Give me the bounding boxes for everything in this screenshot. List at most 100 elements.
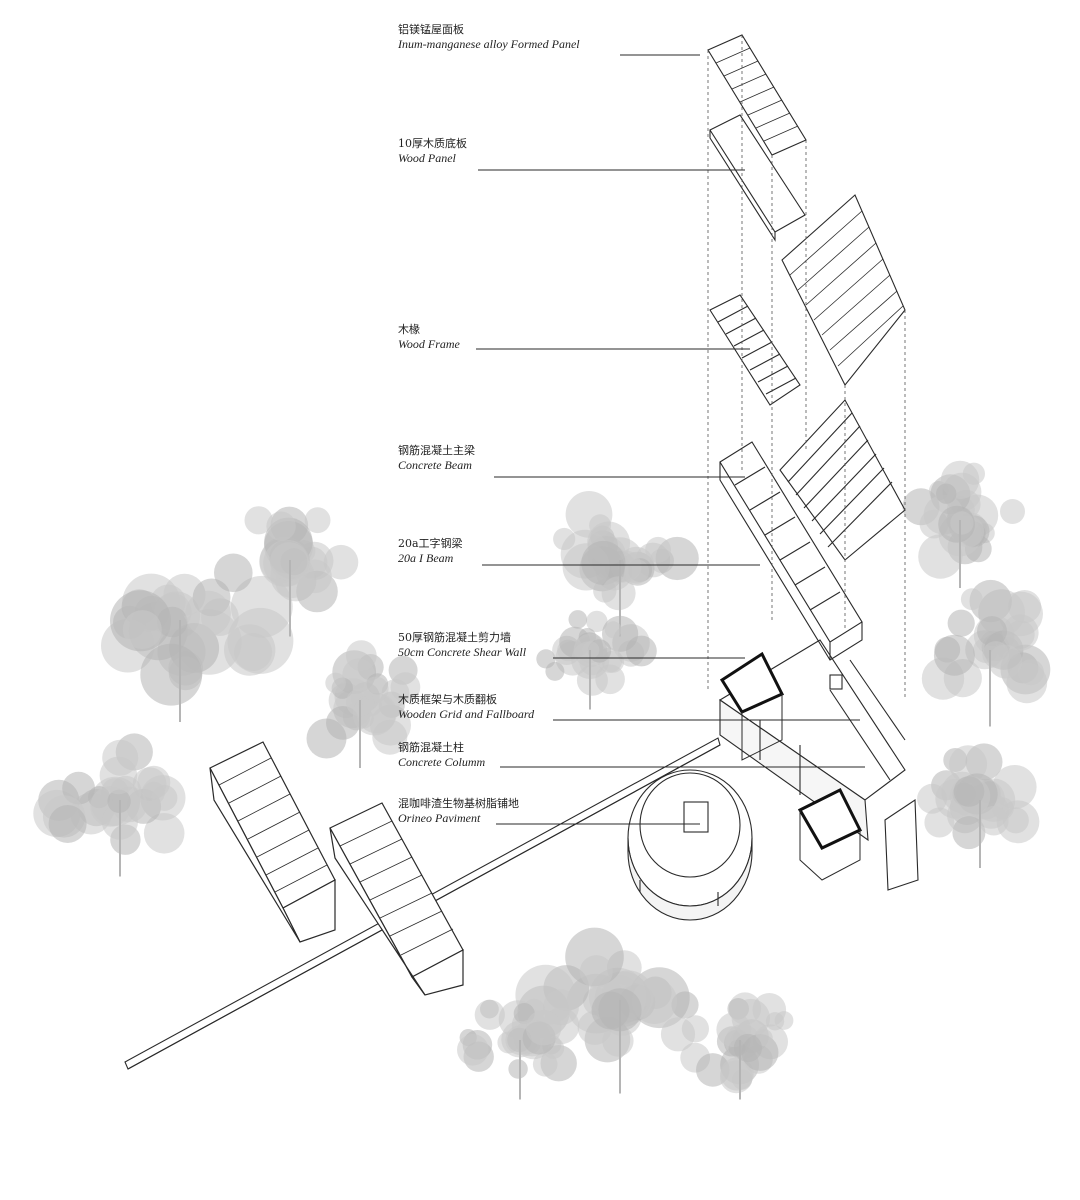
tree-foliage — [601, 576, 636, 611]
label-wood-panel-en: Wood Panel — [398, 151, 456, 165]
label-paviment-en: Orineo Paviment — [398, 811, 481, 825]
label-concrete-column: 钢筋混凝土柱 Concrete Columm — [398, 740, 485, 770]
tree-foliage — [581, 540, 626, 586]
tree-foliage — [525, 1009, 562, 1046]
projection-lines — [707, 35, 906, 700]
tree-foliage — [918, 534, 963, 579]
label-i-beam-cn: 20a工字钢梁 — [398, 537, 463, 550]
tree-foliage — [143, 813, 185, 854]
label-i-beam: 20a工字钢梁 20a I Beam — [398, 536, 463, 566]
tree-foliage — [996, 800, 1040, 844]
tree-foliage — [979, 805, 1009, 836]
tree-foliage — [568, 610, 588, 629]
background-trees — [33, 460, 1051, 1100]
tree-foliage — [962, 462, 986, 485]
tree-foliage — [508, 1059, 528, 1079]
label-wooden-grid-en: Wooden Grid and Fallboard — [398, 707, 535, 721]
leader-lines — [476, 54, 865, 825]
tree-foliage — [234, 633, 273, 671]
tree-foliage — [48, 805, 87, 843]
tree-foliage — [936, 483, 957, 504]
tree-foliage — [345, 640, 377, 671]
tree-foliage — [977, 616, 1007, 647]
tree-foliage — [244, 506, 273, 535]
tree-foliage — [137, 765, 171, 799]
tree-foliage — [631, 978, 678, 1024]
tree-foliage — [1000, 499, 1025, 524]
tree-foliage — [122, 610, 162, 650]
tree-cluster — [33, 733, 186, 877]
tree-foliage — [719, 1060, 753, 1094]
tree-cluster — [917, 743, 1040, 868]
label-wooden-grid: 木质框架与木质翻板 Wooden Grid and Fallboard — [398, 692, 534, 722]
roof-panel-large-seams — [789, 210, 904, 367]
wood-frame-rafters — [709, 294, 801, 406]
shear-wall-bases — [741, 694, 861, 881]
circular-courtyard — [627, 769, 753, 921]
label-wood-frame-en: Wood Frame — [398, 337, 460, 351]
tree-foliage — [924, 807, 955, 838]
left-pavilion — [209, 741, 336, 943]
label-i-beam-en: 20a I Beam — [398, 551, 454, 565]
tree-foliage — [185, 590, 231, 637]
tree-foliage — [982, 641, 1010, 668]
tree-foliage — [266, 511, 296, 541]
tree-foliage — [733, 1033, 763, 1063]
label-shear-wall-en: 50cm Concrete Shear Wall — [398, 645, 527, 659]
label-concrete-column-cn: 钢筋混凝土柱 — [398, 741, 464, 754]
tree-foliage — [99, 756, 138, 795]
label-concrete-beam-cn: 钢筋混凝土主梁 — [398, 444, 475, 457]
tree-cluster — [101, 573, 294, 722]
label-roof-panel-cn: 铝镁锰屋面板 — [398, 23, 464, 36]
tree-foliage — [579, 955, 613, 989]
wood-panel-layer — [709, 114, 806, 242]
tree-foliage — [947, 609, 975, 637]
tree-foliage — [306, 718, 347, 759]
tree-foliage — [576, 664, 608, 696]
tree-foliage — [950, 511, 974, 535]
label-concrete-column-en: Concrete Columm — [398, 755, 486, 769]
tree-foliage — [992, 765, 1037, 809]
roof-panel-large — [781, 194, 906, 387]
tree-cluster — [214, 506, 359, 637]
tree-foliage — [1002, 614, 1039, 651]
tree-cluster — [553, 491, 699, 637]
label-roof-panel: 铝镁锰屋面板 Inum-manganese alloy Formed Panel — [398, 22, 580, 52]
label-wood-panel-cn: 10厚木质底板 — [398, 137, 467, 150]
tree-foliage — [474, 999, 505, 1030]
tree-foliage — [917, 783, 948, 814]
label-paviment-cn: 混咖啡渣生物基树脂铺地 — [398, 797, 519, 810]
right-pavilion — [329, 802, 464, 996]
label-concrete-beam-en: Concrete Beam — [398, 458, 472, 472]
tree-cluster — [306, 640, 421, 768]
tree-cluster — [921, 579, 1051, 727]
label-wood-panel: 10厚木质底板 Wood Panel — [398, 136, 467, 166]
tree-cluster — [536, 610, 657, 710]
tree-foliage — [140, 643, 203, 706]
tree-foliage — [214, 553, 253, 593]
tree-foliage — [457, 1034, 489, 1066]
tree-foliage — [325, 672, 346, 694]
label-wood-frame: 木椽 Wood Frame — [398, 322, 460, 352]
tree-foliage — [304, 507, 331, 534]
tree-foliage — [752, 993, 787, 1027]
tree-foliage — [952, 816, 986, 850]
tree-foliage — [960, 588, 983, 611]
roof-panel-top-seams — [715, 47, 799, 142]
concrete-beam — [719, 441, 863, 661]
tree-cluster — [902, 460, 1025, 588]
label-roof-panel-en: Inum-manganese alloy Formed Panel — [398, 37, 580, 51]
tree-cluster — [457, 998, 580, 1100]
tree-foliage — [586, 610, 608, 633]
tree-foliage — [681, 1015, 710, 1043]
right-pavilion-slats — [339, 820, 454, 956]
label-shear-wall: 50厚钢筋混凝土剪力墙 50cm Concrete Shear Wall — [398, 630, 526, 660]
tree-cluster — [680, 992, 794, 1100]
left-pavilion-slats — [218, 757, 328, 893]
tree-foliage — [604, 621, 622, 639]
tree-foliage — [933, 634, 975, 676]
label-wooden-grid-cn: 木质框架与木质翻板 — [398, 693, 497, 706]
label-wood-frame-cn: 木椽 — [398, 323, 420, 336]
